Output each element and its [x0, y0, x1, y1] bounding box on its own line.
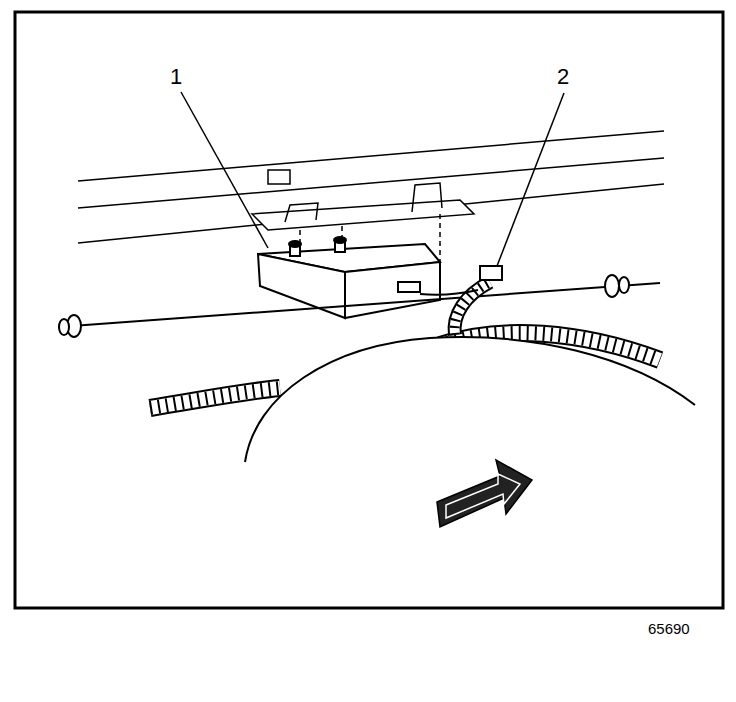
- frame: [15, 12, 723, 608]
- figure-number: 65690: [648, 621, 690, 636]
- leader-lines: [181, 92, 564, 266]
- frame-rails: [78, 131, 664, 243]
- callout-number: 1: [170, 66, 182, 88]
- tank-fill: [245, 337, 695, 600]
- callout-number: 2: [557, 66, 569, 88]
- direction-arrow: [437, 460, 532, 527]
- tank-outline: [245, 337, 695, 462]
